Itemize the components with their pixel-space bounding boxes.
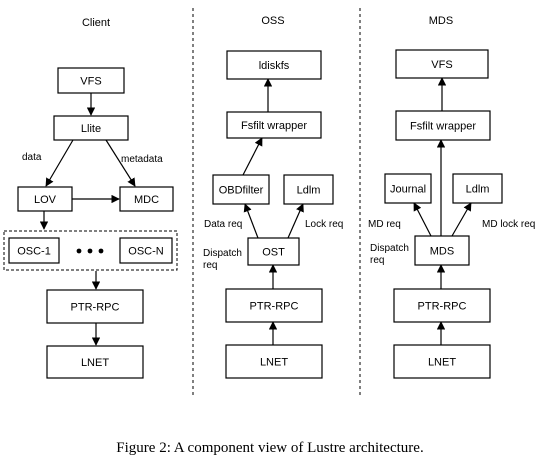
edge-label-req-mds: req	[370, 255, 384, 266]
node-mds-ptr-rpc: PTR-RPC	[393, 288, 491, 323]
edge-label-dispatch-mds: Dispatch	[370, 243, 409, 254]
svg-text:LOV: LOV	[34, 194, 57, 206]
node-client-osc-1: OSC-1	[8, 237, 60, 264]
osc-group-box	[3, 230, 178, 271]
node-client-mdc: MDC	[119, 186, 174, 212]
node-client-vfs: VFS	[57, 67, 125, 94]
node-client-osc-n: OSC-N	[119, 237, 173, 264]
svg-text:LNET: LNET	[428, 357, 456, 369]
svg-text:Ldlm: Ldlm	[297, 185, 321, 197]
svg-text:Fsfilt wrapper: Fsfilt wrapper	[241, 120, 307, 132]
column-title-oss: OSS	[261, 15, 284, 27]
node-mds-fsfilt-wrapper: Fsfilt wrapper	[395, 110, 491, 141]
svg-text:LNET: LNET	[260, 357, 288, 369]
svg-text:OSC-1: OSC-1	[17, 246, 51, 258]
node-client-llite: Llite	[53, 115, 129, 141]
svg-text:MDC: MDC	[134, 194, 159, 206]
edge-label-lock-req: Lock req	[305, 219, 343, 230]
edge-label-md-req: MD req	[368, 219, 401, 230]
node-oss-ost: OST	[247, 237, 300, 266]
node-mds-journal: Journal	[384, 173, 432, 204]
edge-label-md-lock-req: MD lock req	[482, 219, 535, 230]
svg-text:OST: OST	[262, 247, 285, 259]
edge-label-data: data	[22, 152, 42, 163]
edge-ost-obdfilter	[243, 203, 259, 239]
edge-mds-journal	[413, 202, 432, 237]
svg-text:OBDfilter: OBDfilter	[219, 185, 264, 197]
figure-caption: Figure 2: A component view of Lustre arc…	[116, 440, 423, 456]
svg-text:PTR-RPC: PTR-RPC	[418, 301, 467, 313]
node-oss-ldlm: Ldlm	[283, 174, 334, 205]
edge-obdfilter-fsfilt	[242, 137, 263, 176]
node-oss-obdfilter: OBDfilter	[212, 174, 270, 205]
node-client-lov: LOV	[17, 186, 73, 212]
node-oss-ptr-rpc: PTR-RPC	[225, 288, 323, 323]
svg-text:Ldlm: Ldlm	[466, 184, 490, 196]
svg-text:Fsfilt wrapper: Fsfilt wrapper	[410, 121, 476, 133]
edge-llite-lov	[45, 139, 74, 187]
node-mds-ldlm: Ldlm	[452, 173, 503, 204]
node-oss-lnet: LNET	[225, 344, 323, 379]
svg-text:Llite: Llite	[81, 123, 101, 135]
edge-label-req-oss: req	[203, 260, 217, 271]
node-oss-ldiskfs: ldiskfs	[226, 50, 322, 80]
node-client-ptr-rpc: PTR-RPC	[46, 289, 144, 324]
svg-text:VFS: VFS	[431, 59, 452, 71]
svg-text:Journal: Journal	[390, 184, 426, 196]
svg-text:PTR-RPC: PTR-RPC	[250, 301, 299, 313]
edge-label-dispatch-oss: Dispatch	[203, 248, 242, 259]
column-title-client: Client	[82, 17, 110, 29]
node-mds-mds: MDS	[414, 235, 470, 266]
node-oss-fsfilt-wrapper: Fsfilt wrapper	[226, 111, 322, 139]
node-mds-vfs: VFS	[395, 49, 489, 79]
edge-ost-ldlm	[287, 203, 304, 239]
svg-text:VFS: VFS	[80, 76, 101, 88]
column-title-mds: MDS	[429, 15, 453, 27]
svg-text:ldiskfs: ldiskfs	[259, 60, 290, 72]
svg-text:MDS: MDS	[430, 246, 454, 258]
edge-mds-ldlm	[451, 202, 472, 237]
edge-label-metadata: metadata	[121, 154, 163, 165]
edge-llite-mdc	[105, 139, 136, 187]
svg-text:PTR-RPC: PTR-RPC	[71, 302, 120, 314]
node-mds-lnet: LNET	[393, 344, 491, 379]
svg-text:LNET: LNET	[81, 357, 109, 369]
node-client-lnet: LNET	[46, 345, 144, 379]
osc-ellipsis	[76, 248, 104, 254]
svg-text:OSC-N: OSC-N	[128, 246, 164, 258]
edge-label-data-req: Data req	[204, 219, 242, 230]
